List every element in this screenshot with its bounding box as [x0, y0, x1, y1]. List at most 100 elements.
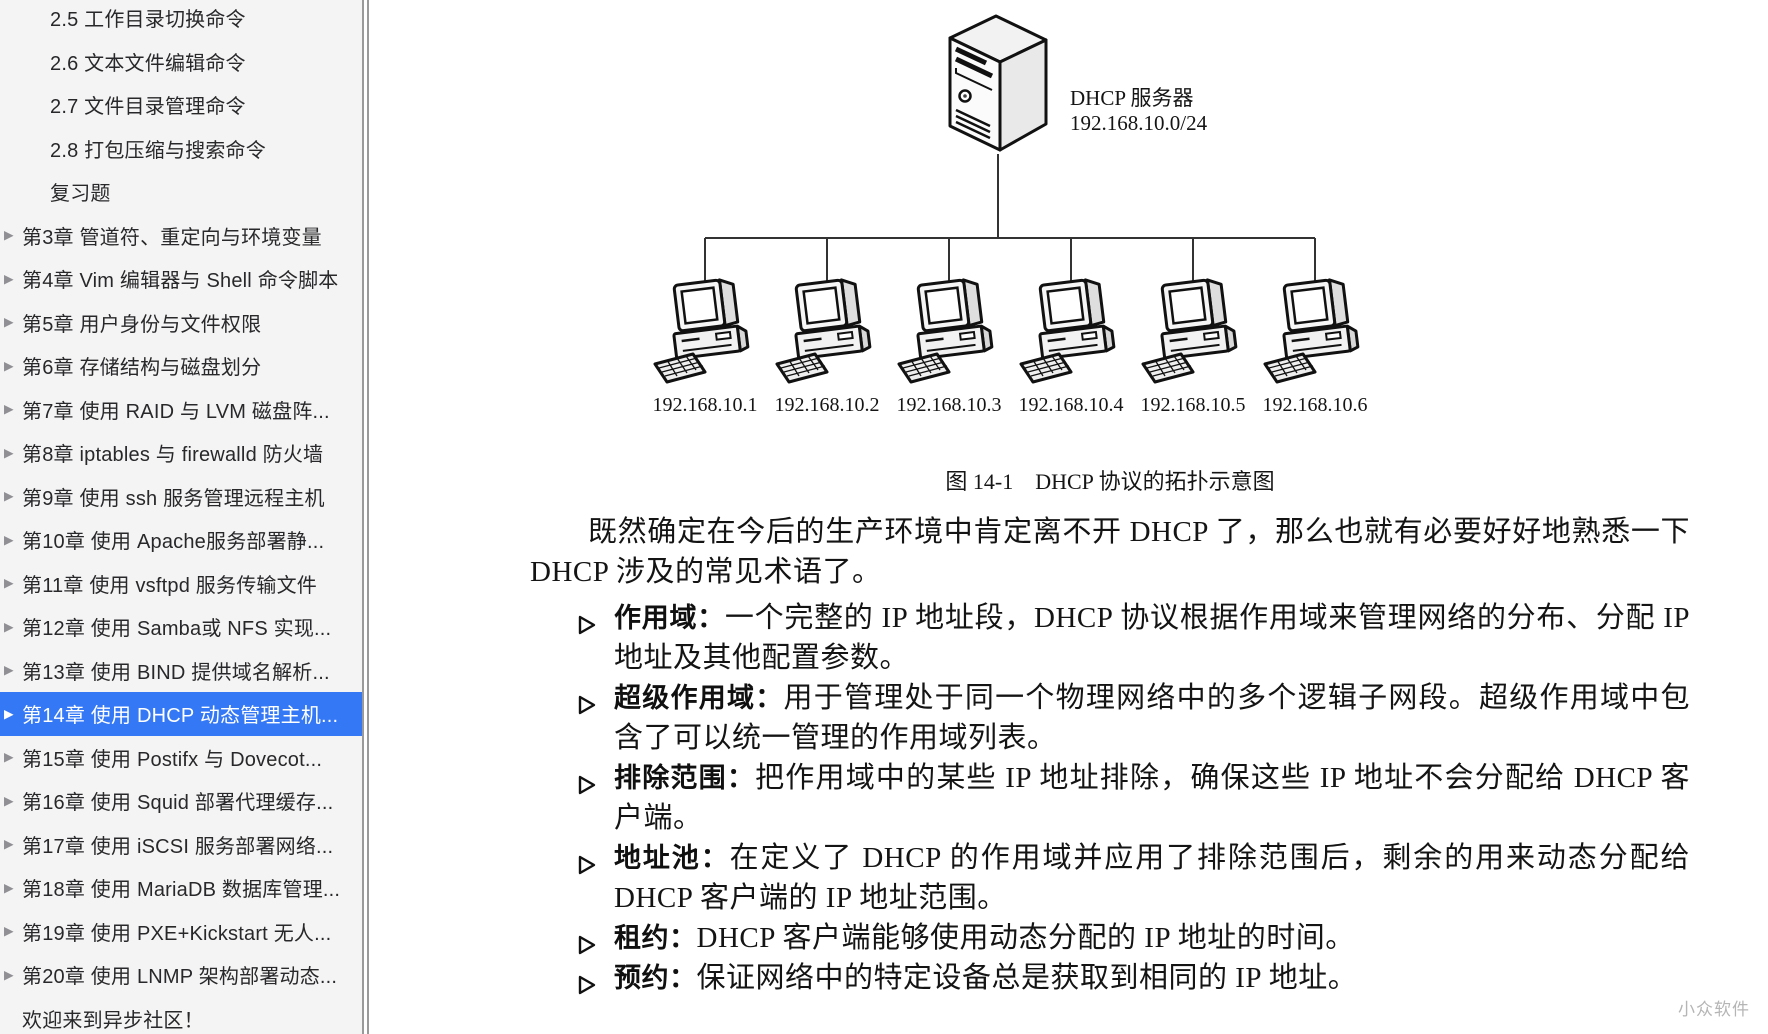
term-list-item: 排除范围：把作用域中的某些 IP 地址排除，确保这些 IP 地址不会分配给 DH…	[578, 758, 1690, 838]
disclosure-triangle-icon[interactable]: ▶	[4, 489, 14, 503]
sidebar-item-label: 复习题	[50, 183, 111, 206]
term-separator: ：	[669, 923, 697, 953]
topology-figure: DHCP 服务器 192.168.10.0/24 192.168.1	[620, 10, 1400, 460]
sidebar-item[interactable]: ▶ 2.5 工作目录切换命令	[0, 0, 362, 40]
disclosure-triangle-icon[interactable]: ▶	[4, 924, 14, 938]
bullet-arrow-icon	[578, 766, 596, 806]
sidebar-item[interactable]: ▶ 第18章 使用 MariaDB 数据库管理...	[0, 866, 362, 910]
sidebar-item-label: 第13章 使用 BIND 提供域名解析...	[22, 661, 330, 684]
term-list-item: 作用域：一个完整的 IP 地址段，DHCP 协议根据作用域来管理网络的分布、分配…	[578, 598, 1690, 678]
sidebar-item-label: 第18章 使用 MariaDB 数据库管理...	[22, 879, 341, 902]
disclosure-triangle-icon[interactable]: ▶	[4, 228, 14, 242]
sidebar-item-label: 第6章 存储结构与磁盘划分	[22, 357, 262, 380]
sidebar-item[interactable]: ▶ 第11章 使用 vsftpd 服务传输文件	[0, 562, 362, 606]
term-label: 作用域	[614, 603, 698, 633]
disclosure-triangle-icon[interactable]: ▶	[4, 750, 14, 764]
sidebar-item[interactable]: ▶ 第6章 存储结构与磁盘划分	[0, 344, 362, 388]
term-list-item: 超级作用域：用于管理处于同一个物理网络中的多个逻辑子网段。超级作用域中包含了可以…	[578, 678, 1690, 758]
sidebar-item[interactable]: ▶ 第4章 Vim 编辑器与 Shell 命令脚本	[0, 257, 362, 301]
sidebar-item[interactable]: ▶ 第10章 使用 Apache服务部署静...	[0, 518, 362, 562]
disclosure-triangle-icon[interactable]: ▶	[4, 532, 14, 547]
sidebar-item[interactable]: ▶ 复习题	[0, 170, 362, 214]
sidebar-item-label: 第10章 使用 Apache服务部署静...	[22, 531, 325, 554]
disclosure-triangle-icon[interactable]: ▶	[4, 619, 14, 634]
disclosure-triangle-icon[interactable]: ▶	[4, 402, 14, 416]
bullet-arrow-icon	[578, 966, 596, 1006]
client-computer: 192.168.10.2	[752, 276, 902, 417]
client-ip-label: 192.168.10.1	[652, 394, 758, 416]
sidebar-item[interactable]: ▶ 第5章 用户身份与文件权限	[0, 301, 362, 345]
sidebar-item-label: 欢迎来到异步社区！	[22, 1009, 204, 1032]
client-ip-label: 192.168.10.5	[1140, 394, 1246, 416]
sidebar-item-label: 第7章 使用 RAID 与 LVM 磁盘阵...	[22, 400, 330, 423]
client-computer: 192.168.10.1	[630, 276, 780, 417]
dhcp-server-icon	[948, 14, 1048, 152]
disclosure-triangle-icon[interactable]: ▶	[4, 445, 14, 460]
sidebar-item[interactable]: ▶ 第17章 使用 iSCSI 服务部署网络...	[0, 823, 362, 867]
disclosure-triangle-icon[interactable]: ▶	[4, 837, 14, 851]
sidebar-item-label: 2.5 工作目录切换命令	[50, 9, 246, 32]
sidebar-item[interactable]: ▶ 第15章 使用 Postifx 与 Dovecot...	[0, 736, 362, 780]
sidebar-item-label: 第11章 使用 vsftpd 服务传输文件	[22, 574, 317, 597]
toc-sidebar: ▶ 2.5 工作目录切换命令 ▶ 2.6 文本文件编辑命令 ▶ 2.7 文件目录…	[0, 0, 362, 1034]
sidebar-item[interactable]: ▶ 第14章 使用 DHCP 动态管理主机...	[0, 692, 362, 736]
client-computer: 192.168.10.4	[996, 276, 1146, 417]
client-computer: 192.168.10.3	[874, 276, 1024, 417]
disclosure-triangle-icon[interactable]: ▶	[4, 663, 14, 677]
sidebar-item[interactable]: ▶ 第9章 使用 ssh 服务管理远程主机	[0, 475, 362, 519]
desktop-computer-icon	[897, 278, 994, 384]
term-definition: DHCP 客户端能够使用动态分配的 IP 地址的时间。	[696, 922, 1355, 954]
sidebar-item[interactable]: ▶ 第7章 使用 RAID 与 LVM 磁盘阵...	[0, 388, 362, 432]
sidebar-item[interactable]: ▶ 2.6 文本文件编辑命令	[0, 40, 362, 84]
desktop-computer-icon	[1263, 278, 1360, 384]
sidebar-item-label: 第17章 使用 iSCSI 服务部署网络...	[22, 835, 334, 858]
term-list-item: 地址池：在定义了 DHCP 的作用域并应用了排除范围后，剩余的用来动态分配给 D…	[578, 838, 1690, 918]
sidebar-item[interactable]: ▶ 第8章 iptables 与 firewalld 防火墙	[0, 431, 362, 475]
term-label: 租约	[614, 923, 669, 953]
sidebar-item[interactable]: ▶ 第13章 使用 BIND 提供域名解析...	[0, 649, 362, 693]
disclosure-triangle-icon[interactable]: ▶	[4, 880, 14, 895]
disclosure-triangle-icon[interactable]: ▶	[4, 706, 14, 721]
disclosure-triangle-icon[interactable]: ▶	[4, 576, 14, 590]
term-separator: ：	[697, 603, 725, 633]
disclosure-triangle-icon[interactable]: ▶	[4, 967, 14, 982]
server-label-subnet: 192.168.10.0/24	[1070, 111, 1208, 135]
page-body-text: 既然确定在今后的生产环境中肯定离不开 DHCP 了，那么也就有必要好好地熟悉一下…	[530, 512, 1690, 998]
client-computer: 192.168.10.5	[1118, 276, 1268, 417]
disclosure-triangle-icon[interactable]: ▶	[4, 271, 14, 286]
sidebar-item[interactable]: ▶ 2.8 打包压缩与搜索命令	[0, 127, 362, 171]
term-list: 作用域：一个完整的 IP 地址段，DHCP 协议根据作用域来管理网络的分布、分配…	[530, 598, 1690, 998]
sidebar-item[interactable]: ▶ 2.7 文件目录管理命令	[0, 83, 362, 127]
sidebar-item[interactable]: ▶ 欢迎来到异步社区！	[0, 997, 362, 1034]
sidebar-item[interactable]: ▶ 第12章 使用 Samba或 NFS 实现...	[0, 605, 362, 649]
disclosure-triangle-icon[interactable]: ▶	[4, 315, 14, 329]
sidebar-item-label: 第19章 使用 PXE+Kickstart 无人...	[22, 922, 332, 945]
term-separator: ：	[669, 963, 697, 993]
term-separator: ：	[700, 843, 730, 873]
sidebar-item-label: 第8章 iptables 与 firewalld 防火墙	[22, 444, 324, 467]
sidebar-item-label: 第9章 使用 ssh 服务管理远程主机	[22, 487, 325, 510]
disclosure-triangle-icon[interactable]: ▶	[4, 358, 14, 373]
pane-divider	[362, 0, 369, 1034]
term-definition: 在定义了 DHCP 的作用域并应用了排除范围后，剩余的用来动态分配给 DHCP …	[614, 842, 1690, 914]
sidebar-item-label: 第16章 使用 Squid 部署代理缓存...	[22, 792, 334, 815]
desktop-computer-icon	[1019, 278, 1116, 384]
term-label: 排除范围	[614, 763, 727, 793]
intro-paragraph: 既然确定在今后的生产环境中肯定离不开 DHCP 了，那么也就有必要好好地熟悉一下…	[530, 516, 1690, 588]
term-separator: ：	[755, 683, 784, 713]
sidebar-item[interactable]: ▶ 第19章 使用 PXE+Kickstart 无人...	[0, 910, 362, 954]
term-definition: 保证网络中的特定设备总是获取到相同的 IP 地址。	[696, 962, 1358, 994]
server-label-name: DHCP 服务器	[1070, 86, 1194, 110]
disclosure-triangle-icon[interactable]: ▶	[4, 793, 14, 808]
desktop-computer-icon	[775, 278, 872, 384]
sidebar-item[interactable]: ▶ 第20章 使用 LNMP 架构部署动态...	[0, 953, 362, 997]
client-ip-label: 192.168.10.2	[774, 394, 880, 416]
term-definition: 把作用域中的某些 IP 地址排除，确保这些 IP 地址不会分配给 DHCP 客户…	[614, 762, 1691, 834]
sidebar-item-label: 2.7 文件目录管理命令	[50, 96, 246, 119]
sidebar-item[interactable]: ▶ 第3章 管道符、重定向与环境变量	[0, 214, 362, 258]
sidebar-item-label: 2.6 文本文件编辑命令	[50, 52, 246, 75]
sidebar-item[interactable]: ▶ 第16章 使用 Squid 部署代理缓存...	[0, 779, 362, 823]
term-label: 地址池	[614, 843, 701, 873]
bullet-arrow-icon	[578, 606, 596, 646]
